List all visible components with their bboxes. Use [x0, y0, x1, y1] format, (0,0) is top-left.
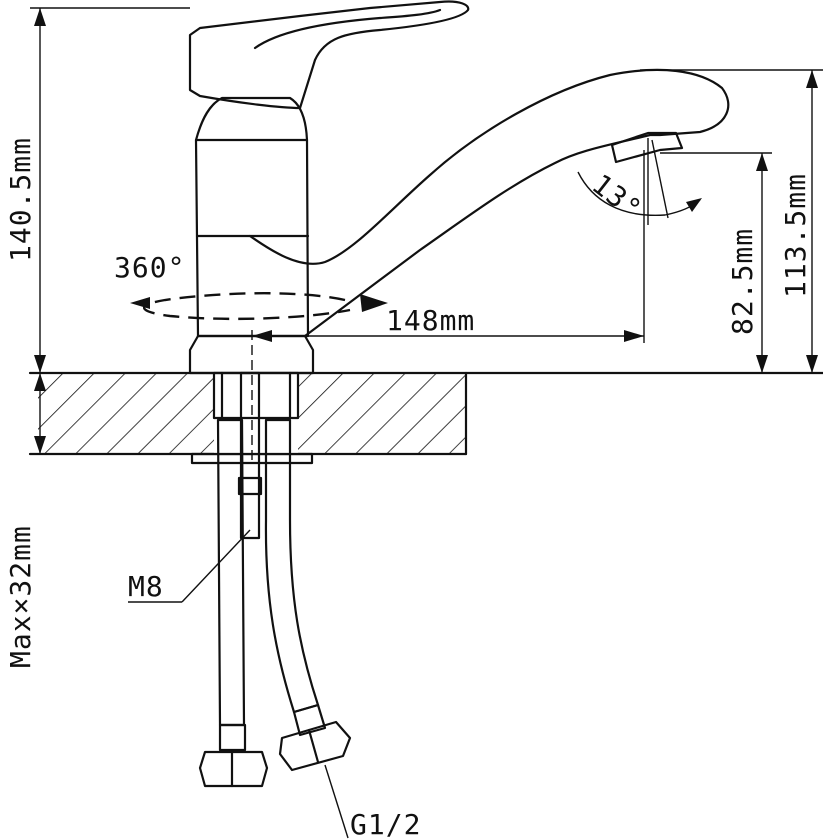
rotation-path	[143, 292, 351, 321]
countertop	[28, 371, 823, 456]
arrow-total-top	[34, 8, 46, 26]
rotation-arrow-left	[130, 297, 150, 309]
dim-aerator-angle: 13°	[577, 138, 702, 227]
handle-highlight	[253, 8, 442, 50]
label-aerator-height: 82.5mm	[726, 228, 759, 335]
rotation-indicator	[130, 292, 388, 321]
spout-outline	[248, 68, 730, 338]
fitting-left-neck	[218, 723, 247, 752]
fitting-right-nut-line	[307, 728, 320, 764]
m8-leader	[181, 529, 251, 603]
hose-fittings	[198, 703, 352, 788]
faucet-body-cylinder	[194, 96, 310, 338]
angle-ref-tilted	[651, 139, 669, 219]
label-reach: 148mm	[386, 304, 475, 337]
label-spout-height: 113.5mm	[779, 173, 812, 298]
arrow-reach-right	[624, 330, 644, 342]
callout-m8: M8	[128, 529, 251, 603]
dim-aerator-height: 82.5mm	[660, 152, 772, 373]
mounting-washer	[190, 452, 314, 465]
arrow-spout-top	[806, 70, 818, 88]
dim-spout-height: 113.5mm	[640, 69, 823, 373]
g12-leader	[324, 764, 349, 839]
label-rotation: 360°	[114, 251, 185, 284]
spout	[248, 68, 730, 338]
label-m8: M8	[128, 570, 164, 603]
label-g12: G1/2	[350, 808, 421, 839]
mounting-hole	[214, 374, 298, 453]
arrow-aerator-bottom	[756, 355, 768, 373]
rotation-arrow-right	[360, 294, 388, 312]
arrow-spout-bottom	[806, 355, 818, 373]
arrow-countertop-bottom	[34, 436, 46, 454]
fitting-right-neck	[292, 703, 327, 737]
dim-reach: 148mm	[252, 150, 645, 343]
handle-lever	[188, 0, 470, 110]
callout-g12: G1/2	[324, 764, 421, 839]
angle-arrow	[686, 198, 702, 212]
label-aerator-angle: 13°	[586, 168, 649, 227]
arrow-total-bottom	[34, 355, 46, 373]
arrow-reach-left	[252, 330, 272, 342]
threaded-rod	[239, 371, 261, 540]
dim-total-height: 140.5mm	[4, 7, 190, 373]
label-max-countertop: Max×32mm	[4, 525, 37, 668]
fitting-right-nut	[278, 720, 352, 772]
rod-nut	[237, 476, 263, 496]
handle-body	[188, 0, 470, 110]
dim-countertop: Max×32mm	[4, 373, 46, 668]
arrow-aerator-top	[756, 153, 768, 171]
fitting-left-nut	[198, 750, 269, 788]
aerator	[610, 131, 684, 164]
label-total-height: 140.5mm	[4, 137, 37, 262]
arrow-countertop-top	[34, 373, 46, 391]
